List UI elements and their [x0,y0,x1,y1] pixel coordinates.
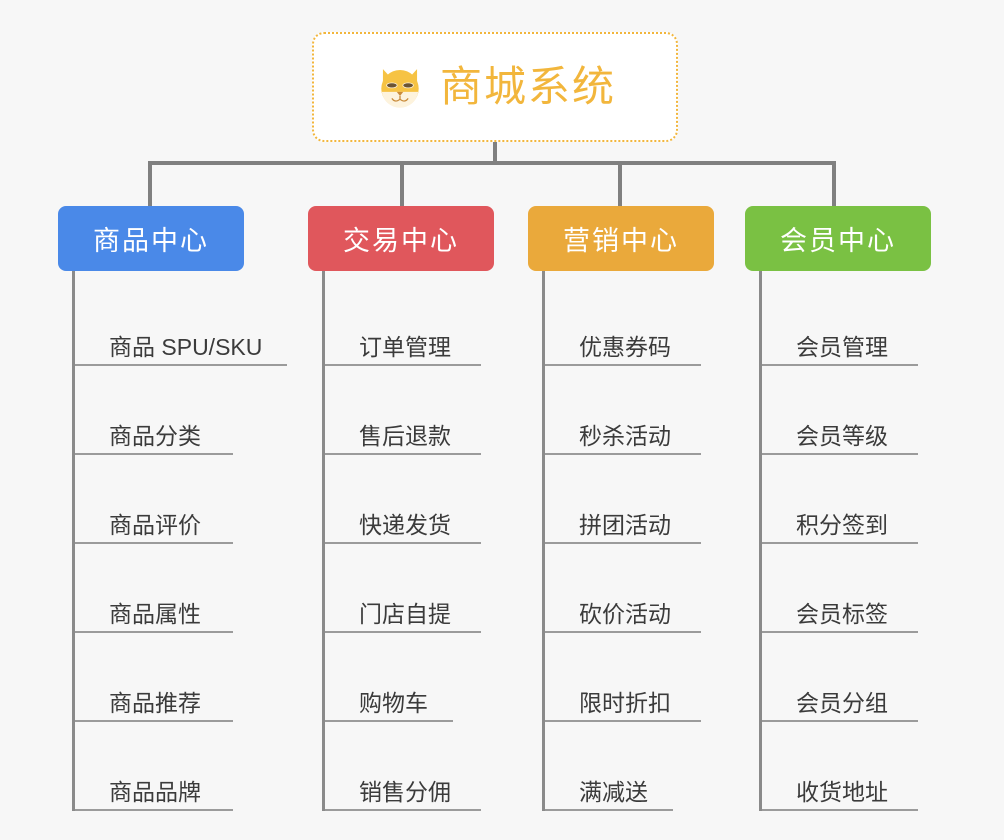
leaf-label: 会员管理 [796,333,888,360]
category-header-product[interactable]: 商品中心 [58,206,244,271]
leaf-label: 售后退款 [359,422,451,449]
leaf-item[interactable]: 商品评价 [75,455,233,544]
leaf-item[interactable]: 商品推荐 [75,633,233,722]
category-column-marketing: 营销中心 优惠券码 秒杀活动 拼团活动 砍价活动 限时折扣 满减送 [528,206,714,811]
leaf-label: 门店自提 [359,600,451,627]
leaf-item[interactable]: 商品品牌 [75,722,233,811]
leaf-label: 商品品牌 [109,778,201,805]
branch-product: 商品 SPU/SKU 商品分类 商品评价 商品属性 商品推荐 商品品牌 [72,271,287,811]
leaf-item[interactable]: 拼团活动 [545,455,701,544]
leaf-item[interactable]: 购物车 [325,633,453,722]
leaf-label: 商品分类 [109,422,201,449]
leaf-label: 商品评价 [109,511,201,538]
category-header-label: 会员中心 [780,226,896,256]
connector-horizontal-bus [148,161,836,165]
leaf-item[interactable]: 商品分类 [75,366,233,455]
root-title: 商城系统 [439,63,616,110]
leaf-item[interactable]: 秒杀活动 [545,366,701,455]
leaf-label: 会员等级 [796,422,888,449]
leaf-label: 购物车 [359,689,428,716]
dog-face-icon [381,69,419,108]
leaf-item[interactable]: 积分签到 [762,455,918,544]
leaf-label: 秒杀活动 [579,422,671,449]
leaf-item[interactable]: 订单管理 [325,277,481,366]
leaf-item[interactable]: 收货地址 [762,722,918,811]
category-header-marketing[interactable]: 营销中心 [528,206,714,271]
leaf-label: 商品属性 [109,600,201,627]
connector-drop-1 [148,161,152,208]
branch-member: 会员管理 会员等级 积分签到 会员标签 会员分组 收货地址 [759,271,931,811]
leaf-label: 砍价活动 [579,600,671,627]
leaf-item[interactable]: 售后退款 [325,366,481,455]
leaf-item[interactable]: 会员标签 [762,544,918,633]
leaf-label: 快递发货 [359,511,451,538]
leaf-label: 收货地址 [796,778,888,805]
leaf-label: 销售分佣 [359,778,451,805]
category-column-product: 商品中心 商品 SPU/SKU 商品分类 商品评价 商品属性 商品推荐 商品品牌 [58,206,287,811]
connector-drop-2 [400,161,404,208]
category-column-trade: 交易中心 订单管理 售后退款 快递发货 门店自提 购物车 销售分佣 [308,206,494,811]
connector-drop-4 [832,161,836,208]
leaf-item[interactable]: 商品属性 [75,544,233,633]
category-header-label: 交易中心 [343,226,459,256]
leaf-item[interactable]: 快递发货 [325,455,481,544]
category-column-member: 会员中心 会员管理 会员等级 积分签到 会员标签 会员分组 收货地址 [745,206,931,811]
category-header-label: 营销中心 [563,226,679,256]
leaf-label: 订单管理 [359,333,451,360]
category-header-member[interactable]: 会员中心 [745,206,931,271]
leaf-label: 会员分组 [796,689,888,716]
leaf-label: 优惠券码 [579,333,671,360]
category-header-label: 商品中心 [93,226,209,256]
leaf-item[interactable]: 门店自提 [325,544,481,633]
leaf-label: 商品 SPU/SKU [109,333,263,360]
leaf-item[interactable]: 砍价活动 [545,544,701,633]
leaf-label: 满减送 [579,778,648,805]
leaf-label: 积分签到 [796,511,888,538]
leaf-label: 拼团活动 [579,511,671,538]
leaf-item[interactable]: 会员管理 [762,277,918,366]
connector-drop-3 [618,161,622,208]
category-header-trade[interactable]: 交易中心 [308,206,494,271]
leaf-item[interactable]: 商品 SPU/SKU [75,277,287,366]
branch-trade: 订单管理 售后退款 快递发货 门店自提 购物车 销售分佣 [322,271,494,811]
root-node[interactable]: 商城系统 [312,32,678,142]
leaf-item[interactable]: 会员等级 [762,366,918,455]
leaf-item[interactable]: 销售分佣 [325,722,481,811]
leaf-item[interactable]: 优惠券码 [545,277,701,366]
branch-marketing: 优惠券码 秒杀活动 拼团活动 砍价活动 限时折扣 满减送 [542,271,714,811]
leaf-item[interactable]: 会员分组 [762,633,918,722]
connector-root-stem [493,142,497,164]
leaf-item[interactable]: 满减送 [545,722,673,811]
leaf-label: 限时折扣 [579,689,671,716]
leaf-label: 商品推荐 [109,689,201,716]
leaf-item[interactable]: 限时折扣 [545,633,701,722]
leaf-label: 会员标签 [796,600,888,627]
